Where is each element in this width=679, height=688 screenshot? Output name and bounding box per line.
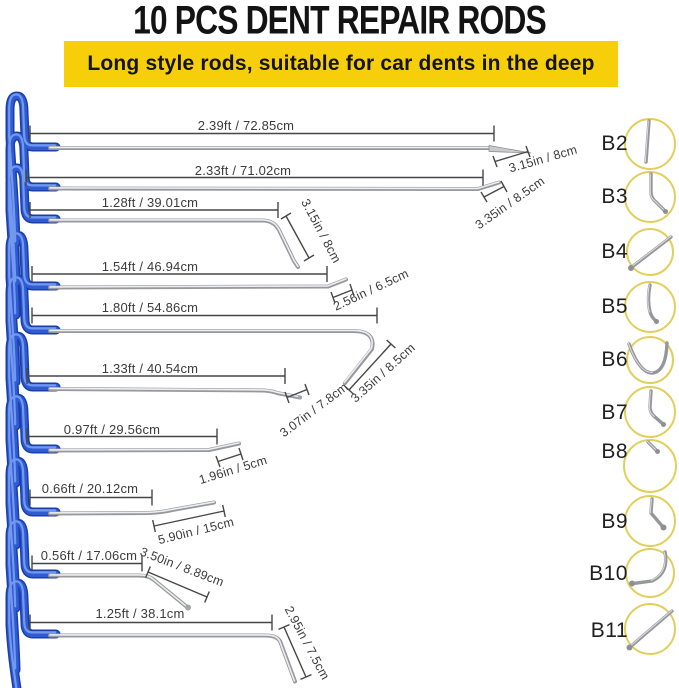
detail-circle-b8 — [623, 439, 677, 493]
rod-length-label: 2.33ft / 71.02cm — [194, 163, 292, 178]
rod-id-label-b10: B10 — [589, 562, 628, 585]
tip-detail-circles — [623, 118, 677, 655]
subtitle-banner: Long style rods, suitable for car dents … — [64, 41, 618, 87]
rod-id-label-b9: B9 — [601, 510, 628, 533]
rod-id-label-b4: B4 — [601, 240, 628, 263]
rod-id-label-b6: B6 — [601, 348, 628, 371]
tip-glyphs — [626, 119, 674, 651]
rod-length-label: 1.80ft / 54.86cm — [101, 300, 199, 315]
rod-id-label-b7: B7 — [601, 401, 628, 424]
tip-glyph-highlight — [627, 120, 673, 647]
rod-shafts — [48, 145, 532, 684]
handle-set-mid — [7, 93, 59, 688]
rod-id-label-b3: B3 — [601, 185, 628, 208]
rod-id-label-b5: B5 — [601, 295, 628, 318]
rod-length-label: 0.66ft / 20.12cm — [41, 481, 139, 496]
handle-set-highlight — [8, 93, 57, 688]
rod-length-label: 1.25ft / 38.1cm — [95, 606, 185, 621]
dimension-line — [145, 145, 531, 681]
rod-length-label: 1.33ft / 40.54cm — [101, 361, 199, 376]
detail-circle-b6 — [626, 336, 674, 384]
tip-dimension-lines — [145, 145, 531, 681]
rod-id-label-b8: B8 — [601, 440, 628, 463]
rod-length-label: 2.39ft / 72.85cm — [197, 118, 295, 133]
rod-id-label-b11: B11 — [590, 619, 628, 642]
rod-ball-tip — [298, 395, 302, 400]
rod-shaft-outer — [48, 146, 501, 684]
rod-length-label: 1.54ft / 46.94cm — [101, 259, 199, 274]
handle-shape — [7, 93, 59, 688]
rod-length-label: 0.97ft / 29.56cm — [63, 422, 161, 437]
handle-shape — [8, 93, 57, 688]
rod-ball-tip — [185, 604, 191, 611]
page-title: 10 PCS DENT REPAIR RODS — [133, 0, 547, 43]
rod-id-label-b2: B2 — [601, 132, 628, 155]
dimension-line — [25, 125, 495, 631]
rod-length-label: 0.56ft / 17.06cm — [40, 548, 138, 563]
tip-glyph-balls — [626, 209, 668, 651]
detail-circle-b9 — [624, 495, 676, 547]
rod-shaft-inner — [49, 146, 500, 682]
detail-circle-b2 — [624, 118, 676, 170]
rod-length-label: 1.28ft / 39.01cm — [101, 195, 199, 210]
detail-circle-b10 — [625, 548, 675, 598]
rod-blade-tip — [488, 145, 532, 154]
length-dimension-lines — [25, 125, 495, 631]
